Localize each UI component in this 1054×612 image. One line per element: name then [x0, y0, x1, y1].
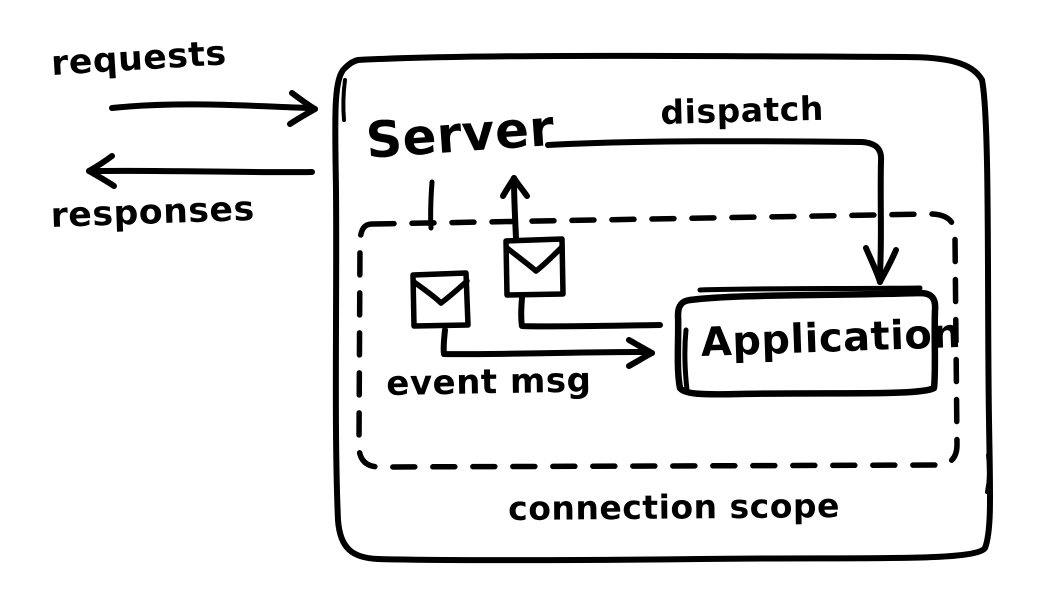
server-box — [332, 52, 994, 564]
dispatch-label: dispatch — [660, 88, 825, 132]
up-arrow — [500, 175, 530, 241]
responses-label: responses — [50, 188, 256, 236]
dispatch-arrow — [545, 138, 899, 285]
connection-scope-label: connection scope — [508, 486, 841, 528]
application-box — [674, 285, 939, 398]
connection-scope-box — [356, 211, 960, 470]
responses-arrow — [86, 153, 315, 189]
event-msg-label: event msg — [386, 360, 592, 404]
event-msg-arrow — [440, 327, 655, 369]
server-tick-line — [428, 179, 435, 231]
requests-arrow — [109, 90, 318, 127]
event-msg-line-2 — [518, 295, 663, 330]
envelope-icon — [410, 270, 471, 329]
envelope-icon — [503, 236, 566, 298]
application-label: Application — [700, 310, 963, 366]
